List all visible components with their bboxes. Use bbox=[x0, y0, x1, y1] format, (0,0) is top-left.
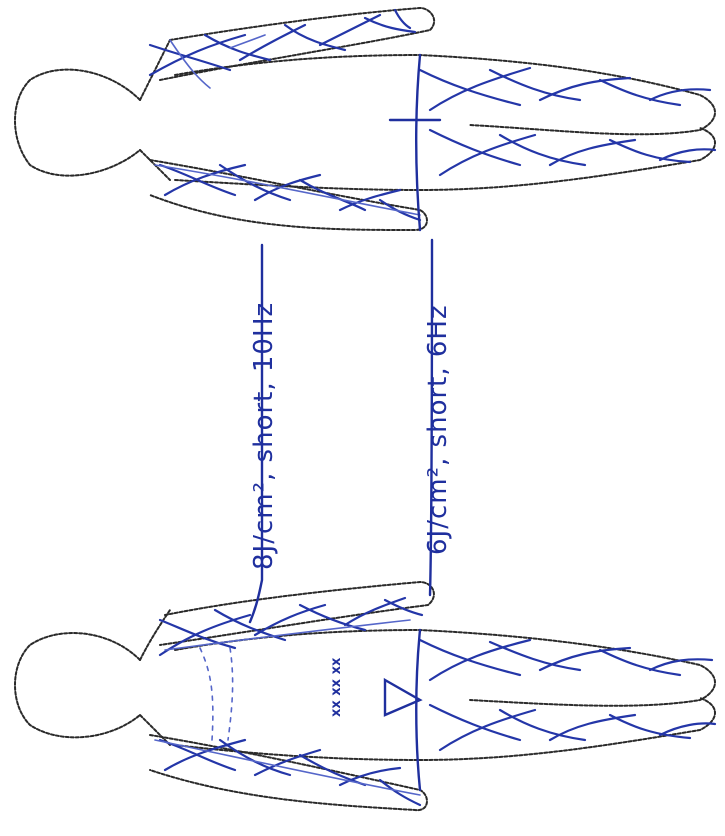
top-body-outline bbox=[15, 8, 715, 230]
bottom-treatment-hatching bbox=[155, 598, 715, 805]
lower-treatment-annotation: 6J/cm², short, 6Hz bbox=[423, 304, 453, 555]
top-treatment-hatching bbox=[150, 10, 715, 230]
upper-treatment-annotation: 8J/cm², short, 10Hz bbox=[249, 302, 279, 570]
xx-marks: xx xx xx bbox=[329, 657, 344, 717]
